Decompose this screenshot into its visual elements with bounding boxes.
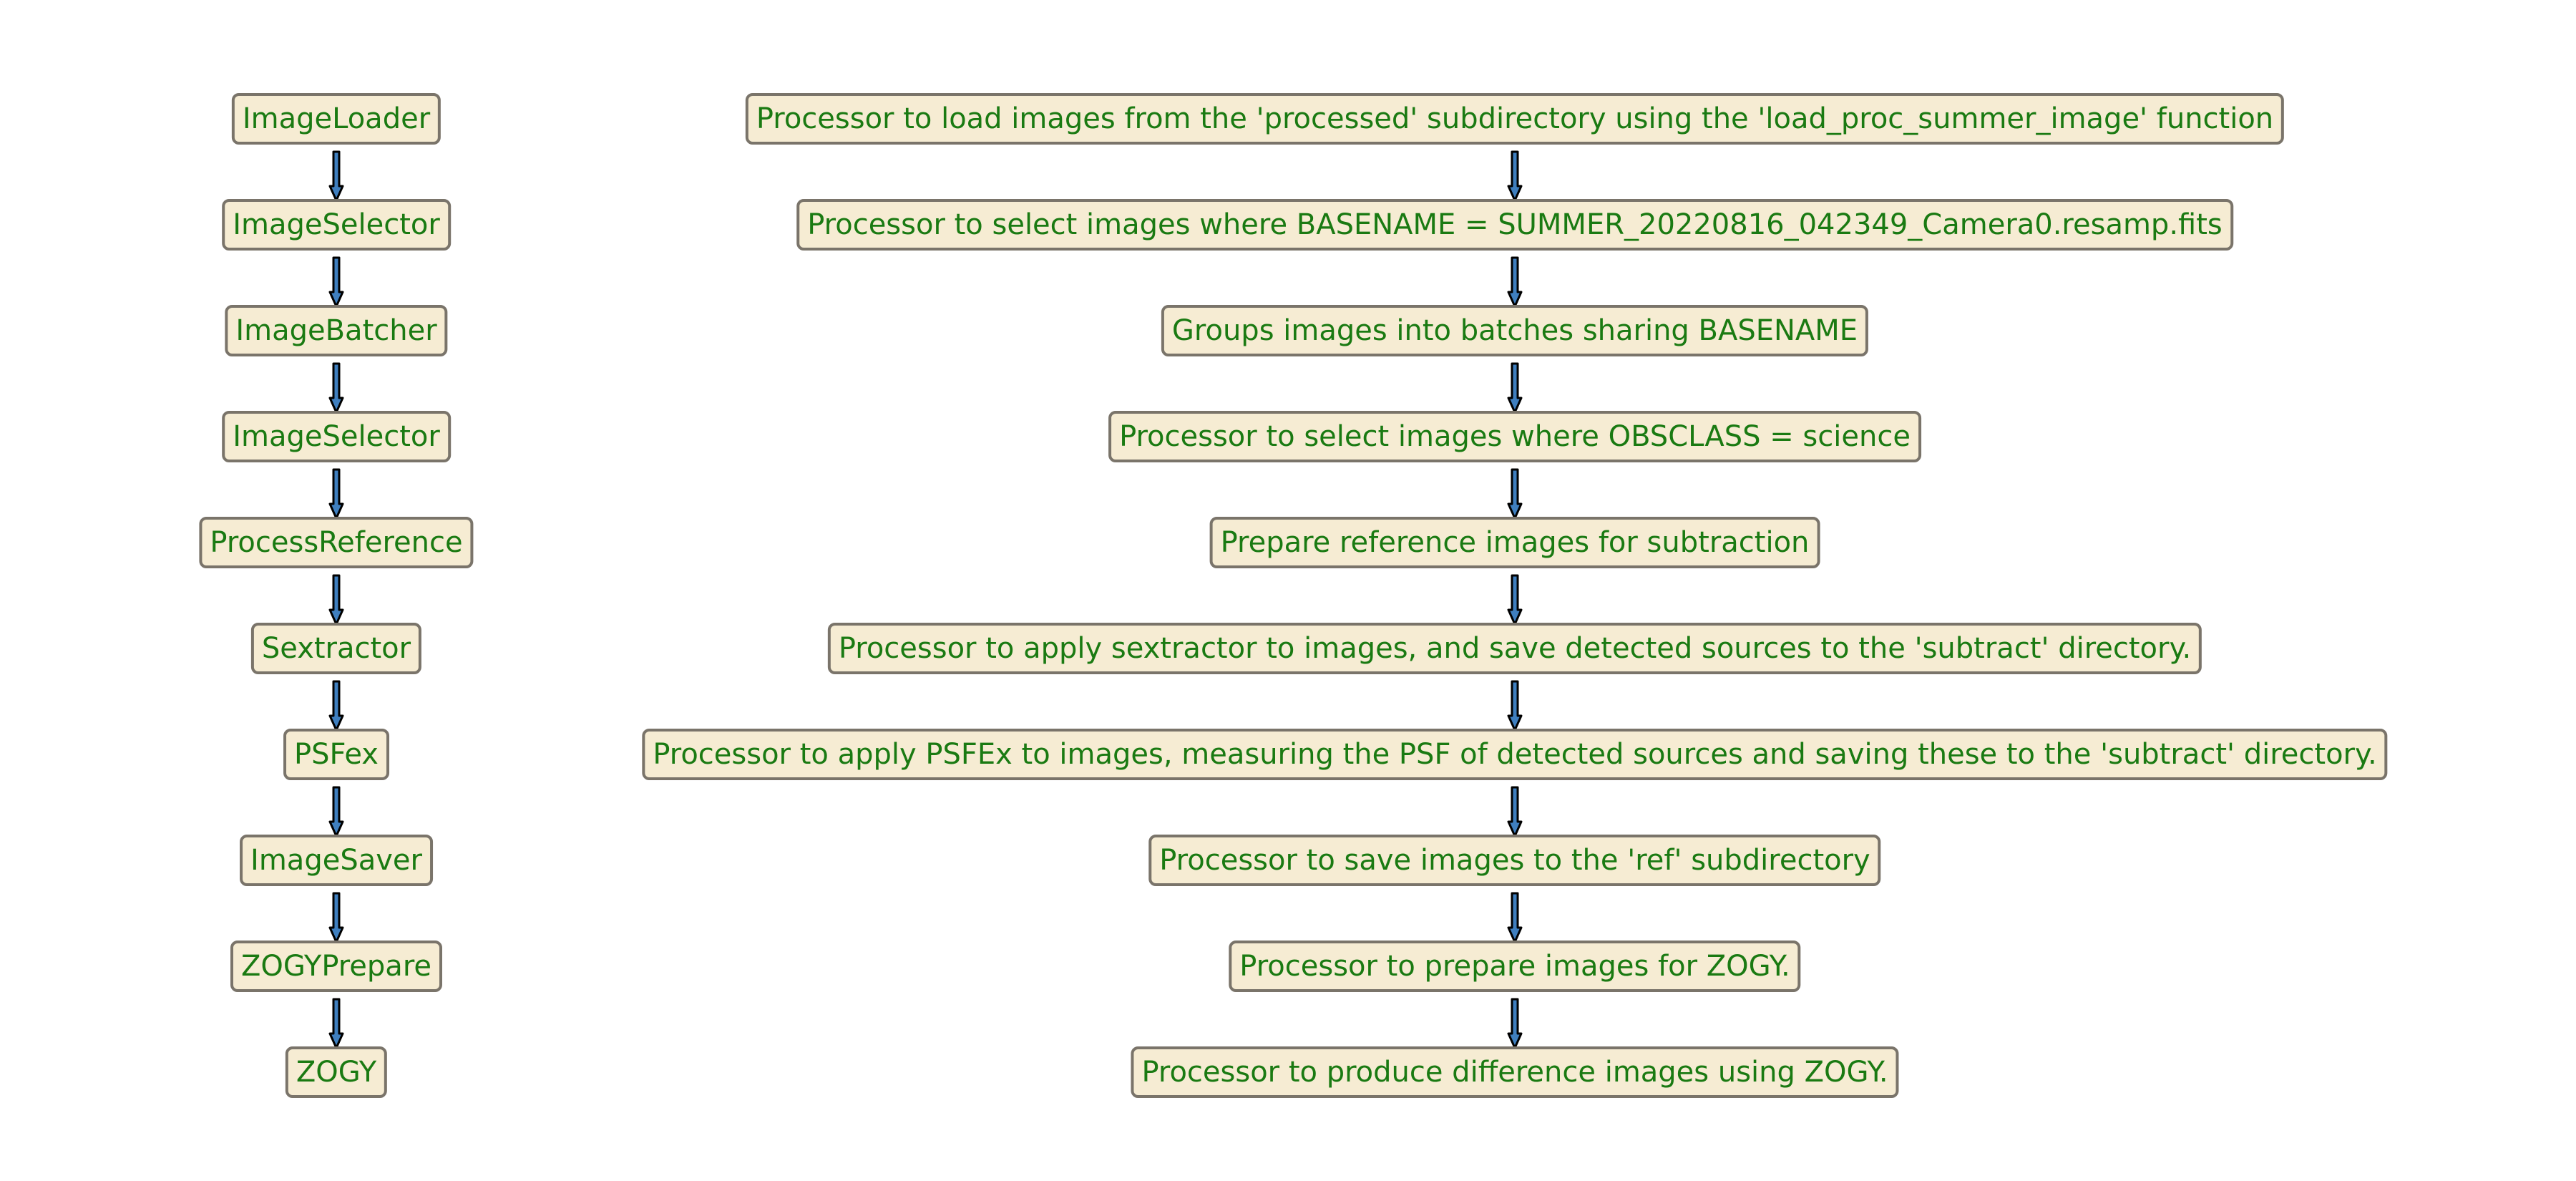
right-arrow-5: [1507, 574, 1523, 626]
left-node-2: ImageSelector: [222, 199, 451, 251]
left-arrow-shape-4: [328, 468, 344, 520]
right-arrow-shape-2: [1507, 256, 1523, 308]
left-arrow-8: [328, 892, 344, 943]
right-arrow-shape-4: [1507, 468, 1523, 520]
right-arrow-1: [1507, 150, 1523, 202]
left-arrow-shape-5: [328, 574, 344, 626]
right-arrow-6: [1507, 680, 1523, 732]
right-node-10: Processor to produce difference images u…: [1131, 1046, 1899, 1098]
right-node-2: Processor to select images where BASENAM…: [796, 199, 2233, 251]
left-arrow-shape-7: [328, 786, 344, 837]
right-arrow-shape-9: [1507, 998, 1523, 1049]
left-arrow-3: [328, 362, 344, 414]
right-node-1: Processor to load images from the 'proce…: [745, 93, 2285, 145]
right-arrow-shape-1: [1507, 150, 1523, 202]
left-arrow-shape-1: [328, 150, 344, 202]
right-arrow-4: [1507, 468, 1523, 520]
right-node-6: Processor to apply sextractor to images,…: [827, 623, 2202, 674]
left-node-3: ImageBatcher: [225, 305, 448, 356]
right-arrow-shape-8: [1507, 892, 1523, 943]
left-arrow-shape-9: [328, 998, 344, 1049]
right-arrow-9: [1507, 998, 1523, 1049]
right-node-7: Processor to apply PSFEx to images, meas…: [642, 729, 2388, 780]
right-node-3: Groups images into batches sharing BASEN…: [1161, 305, 1869, 356]
right-arrow-shape-3: [1507, 362, 1523, 414]
right-arrow-shape-7: [1507, 786, 1523, 837]
left-arrow-4: [328, 468, 344, 520]
left-node-7: PSFex: [283, 729, 389, 780]
left-arrow-2: [328, 256, 344, 308]
left-arrow-9: [328, 998, 344, 1049]
right-node-8: Processor to save images to the 'ref' su…: [1148, 835, 1881, 886]
left-arrow-6: [328, 680, 344, 732]
left-node-4: ImageSelector: [222, 411, 451, 462]
right-arrow-2: [1507, 256, 1523, 308]
right-node-9: Processor to prepare images for ZOGY.: [1229, 941, 1801, 992]
left-node-1: ImageLoader: [231, 93, 441, 145]
left-node-6: Sextractor: [250, 623, 422, 674]
left-node-5: ProcessReference: [199, 517, 474, 568]
right-arrow-8: [1507, 892, 1523, 943]
right-arrow-3: [1507, 362, 1523, 414]
right-arrow-7: [1507, 786, 1523, 837]
left-node-8: ImageSaver: [240, 835, 433, 886]
left-arrow-7: [328, 786, 344, 837]
right-arrow-shape-6: [1507, 680, 1523, 732]
right-arrow-shape-5: [1507, 574, 1523, 626]
left-arrow-shape-6: [328, 680, 344, 732]
left-arrow-shape-2: [328, 256, 344, 308]
right-node-4: Processor to select images where OBSCLAS…: [1108, 411, 1921, 462]
right-node-5: Prepare reference images for subtraction: [1209, 517, 1820, 568]
left-arrow-shape-3: [328, 362, 344, 414]
left-arrow-shape-8: [328, 892, 344, 943]
left-node-10: ZOGY: [285, 1046, 388, 1098]
left-arrow-1: [328, 150, 344, 202]
left-node-9: ZOGYPrepare: [230, 941, 442, 992]
left-arrow-5: [328, 574, 344, 626]
